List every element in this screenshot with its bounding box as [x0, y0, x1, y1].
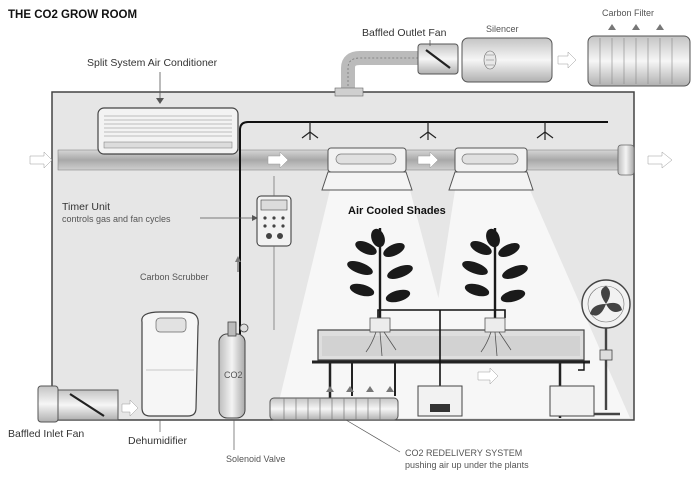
co2-delivery-pipe: [239, 121, 608, 336]
label-carbon-scrubber: Carbon Scrubber: [140, 272, 209, 282]
label-air-conditioner: Split System Air Conditioner: [87, 57, 218, 69]
label-dehumidifier: Dehumidifier: [128, 435, 187, 447]
label-carbon-filter: Carbon Filter: [602, 8, 654, 18]
plant-right: [462, 228, 528, 322]
diagram-title: THE CO2 GROW ROOM: [8, 9, 137, 21]
label-air-cooled-shades: Air Cooled Shades: [348, 205, 446, 217]
filter-exhaust-arrows: [608, 24, 664, 30]
timer-unit: [256, 195, 292, 247]
co2-emitters: [301, 122, 554, 140]
label-silencer: Silencer: [486, 24, 519, 34]
co2-redelivery-tube: [269, 397, 399, 421]
label-co2-system-desc: pushing air up under the plants: [405, 460, 529, 470]
duct-arrows: [29, 151, 673, 169]
outlet-duct: [341, 51, 420, 90]
baffled-inlet-fan: [37, 385, 119, 423]
label-outlet-fan: Baffled Outlet Fan: [362, 27, 447, 39]
dehumidifier: [141, 311, 199, 417]
label-timer-desc: controls gas and fan cycles: [62, 214, 171, 224]
plant-left: [347, 228, 413, 322]
silencer: [461, 37, 553, 83]
co2-tank: [218, 321, 249, 419]
air-cooled-shade-left: [321, 147, 413, 191]
hydroponic-tray: [312, 329, 590, 418]
co2-tank-label: CO2: [224, 370, 243, 380]
label-inlet-fan: Baffled Inlet Fan: [8, 428, 84, 440]
drain-reservoir: [549, 385, 595, 417]
label-timer-unit: Timer Unit: [62, 201, 110, 213]
baffled-outlet-fan: [417, 43, 459, 75]
air-cooled-shade-right: [448, 147, 534, 191]
pedestal-fan: [581, 279, 631, 416]
irrigation-pipe: [377, 309, 506, 318]
co2-upflow-arrows: [326, 386, 394, 392]
duct-end-cap: [617, 144, 635, 176]
split-air-conditioner: [97, 107, 239, 155]
label-solenoid-valve: Solenoid Valve: [226, 454, 285, 464]
callout-lines: [159, 419, 401, 453]
carbon-filter: [587, 35, 691, 87]
label-co2-system: CO2 REDELIVERY SYSTEM: [405, 448, 522, 458]
